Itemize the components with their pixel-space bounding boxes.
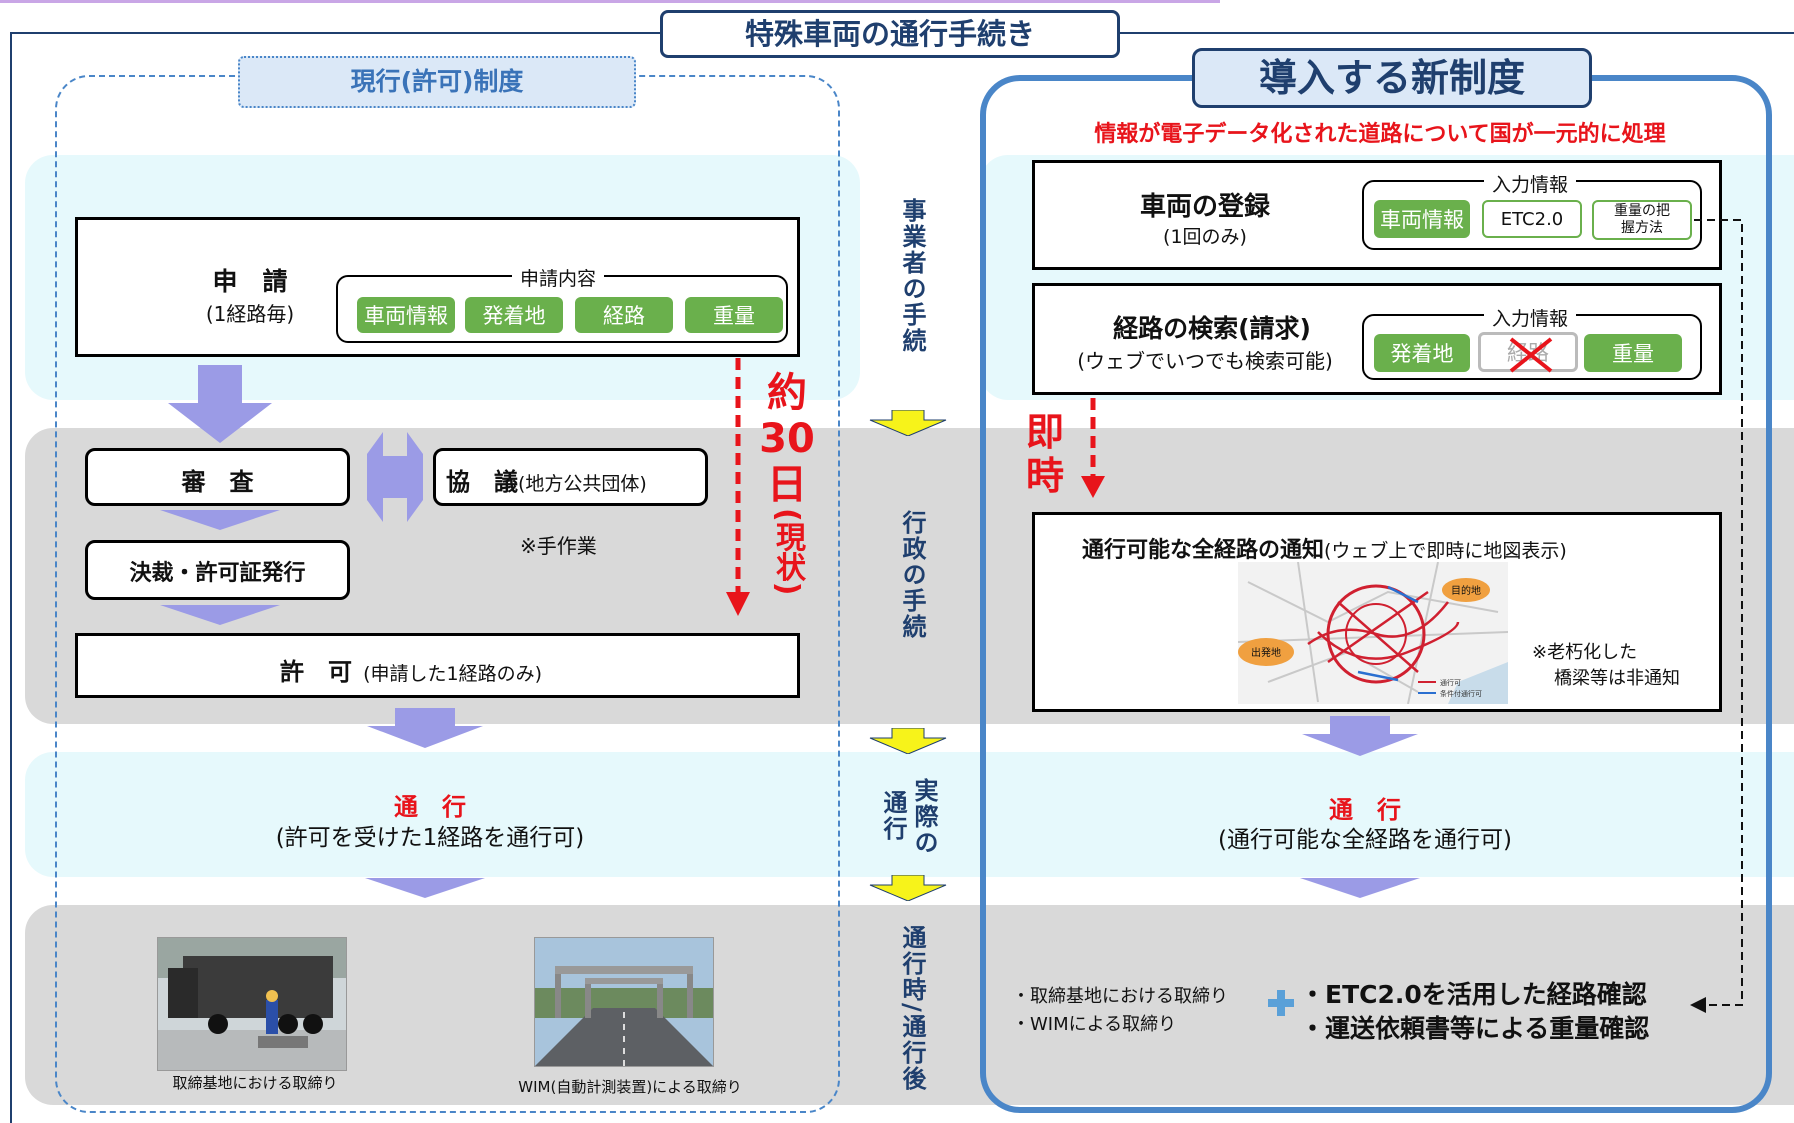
permit-sub: (申請した1経路のみ)	[363, 663, 543, 685]
phase-arrow-2	[869, 728, 947, 754]
notice-note: ※老朽化した 橋梁等は非通知	[1532, 640, 1680, 692]
arrow-travel-to-during-current	[365, 878, 485, 898]
phase-arrow-3	[869, 875, 947, 901]
tag-vehicle-info: 車両情報	[357, 297, 455, 333]
notice-sub: (ウェブ上で即時に地図表示)	[1324, 540, 1567, 562]
notice-title: 通行可能な全経路の通知	[1082, 538, 1325, 563]
current-travel-sub: (許可を受けた1経路を通行可)	[275, 825, 585, 851]
arrow-decision-to-permit	[160, 605, 280, 625]
phase-arrow-1	[869, 410, 947, 436]
enforcement-right-2: ・運送依頼書等による重量確認	[1300, 1014, 1650, 1043]
consult-sub: (地方公共団体)	[518, 473, 647, 495]
band-travel	[25, 752, 1794, 877]
photo-wim-caption: WIM(自動計測装置)による取締り	[518, 1078, 742, 1096]
enforcement-right: ・ETC2.0を活用した経路確認 ・運送依頼書等による重量確認	[1300, 978, 1649, 1046]
reg-tag-vehicle-info: 車両情報	[1374, 200, 1470, 238]
duration-arrow	[726, 358, 750, 616]
manual-work-note: ※手作業	[520, 534, 597, 558]
enforcement-left-1: ・取締基地における取締り	[1012, 986, 1228, 1007]
notice-note-line2: 橋梁等は非通知	[1554, 668, 1680, 689]
plus-icon	[1268, 990, 1294, 1016]
current-travel-title: 通 行	[394, 793, 466, 821]
review-label: 審 査	[181, 468, 254, 496]
consult-label: 協 議(地方公共団体)	[446, 462, 647, 497]
enforcement-left-2: ・WIMによる取締り	[1012, 1014, 1177, 1035]
tag-origin-destination: 発着地	[465, 297, 563, 333]
tag-route: 経路	[575, 297, 673, 333]
search-input-label: 入力情報	[1484, 304, 1577, 331]
enforcement-right-1: ・ETC2.0を活用した経路確認	[1300, 980, 1647, 1009]
registration-title: 車両の登録	[1139, 192, 1270, 222]
reg-tag-etc: ETC2.0	[1482, 200, 1582, 238]
phase-during: 通行時/通行後	[898, 925, 926, 1092]
arrow-travel-to-during-new	[1300, 878, 1420, 898]
permit-box	[75, 633, 800, 698]
duration-line1: 約	[767, 370, 807, 416]
search-tag-weight: 重量	[1584, 334, 1682, 372]
map-legend-passable: 通行可	[1440, 678, 1461, 687]
map-origin-label: 出発地	[1251, 646, 1281, 659]
double-arrow-review-consult	[367, 432, 423, 522]
arrow-application-to-review	[168, 365, 272, 443]
map-destination-label: 目的地	[1451, 584, 1481, 597]
search-tag-route-disabled: 経路	[1478, 332, 1578, 373]
map-legend-conditional: 条件付通行可	[1440, 689, 1482, 698]
duration-line2: 30	[759, 416, 815, 462]
duration-line4: (現状)	[770, 508, 805, 596]
photo-wim-gantry	[534, 937, 714, 1067]
application-contents-label: 申請内容	[512, 264, 605, 291]
phase-business: 事業者の手続	[898, 198, 926, 354]
duration-line3: 日	[767, 462, 807, 508]
immediate-label: 即 時	[1020, 410, 1070, 498]
route-map: 目的地 出発地 通行可 条件付通行可	[1237, 561, 1509, 705]
decision-label: 決裁・許可証発行	[129, 561, 306, 586]
search-title: 経路の検索(請求)	[1113, 314, 1311, 343]
duration-label: 約 30 日 (現状)	[752, 370, 822, 595]
photo-inspection-caption: 取締基地における取締り	[172, 1074, 338, 1092]
search-tag-origin: 発着地	[1374, 334, 1470, 372]
immediate-line2: 時	[1025, 454, 1064, 498]
tag-weight: 重量	[685, 297, 783, 333]
connector-registration-to-enforcement	[1690, 219, 1743, 1013]
phase-actual-line1: 実際の	[910, 778, 938, 856]
cross-out-icon	[1509, 337, 1553, 373]
permit-label: 許 可 (申請した1経路のみ)	[280, 652, 542, 687]
registration-sub: (1回のみ)	[1163, 226, 1247, 248]
consult-title: 協 議	[446, 468, 518, 496]
new-travel-title: 通 行	[1329, 796, 1401, 824]
arrow-permit-to-travel	[367, 708, 483, 748]
consult-box	[433, 448, 708, 506]
new-travel-sub: (通行可能な全経路を通行可)	[1218, 827, 1512, 853]
notice-heading: 通行可能な全経路の通知(ウェブ上で即時に地図表示)	[1082, 532, 1567, 564]
arrow-notice-to-travel	[1302, 716, 1418, 756]
notice-note-line1: ※老朽化した	[1532, 642, 1638, 663]
enforcement-left: ・取締基地における取締り ・WIMによる取締り	[1012, 983, 1228, 1039]
reg-tag-weight-method: 重量の把握方法	[1592, 200, 1692, 240]
new-system-subtitle: 情報が電子データ化された道路について国が一元的に処理	[1094, 122, 1666, 147]
top-accent-line	[0, 0, 1220, 3]
new-system-header: 導入する新制度	[1192, 48, 1592, 108]
current-system-header: 現行(許可)制度	[238, 56, 636, 108]
registration-input-label: 入力情報	[1484, 170, 1577, 197]
search-sub: (ウェブでいつでも検索可能)	[1077, 349, 1333, 373]
immediate-line1: 即	[1025, 410, 1064, 454]
permit-title: 許 可	[280, 658, 352, 686]
phase-admin: 行政の手続	[898, 510, 926, 640]
phase-actual-line2: 通行	[879, 790, 907, 842]
review-box	[85, 448, 350, 506]
application-title: 申 請	[212, 267, 288, 296]
immediate-arrow	[1081, 398, 1105, 498]
arrow-review-to-decision	[160, 510, 280, 530]
page-title: 特殊車両の通行手続き	[660, 10, 1120, 58]
photo-inspection-station	[157, 937, 347, 1071]
decision-box	[85, 540, 350, 600]
application-sub: (1経路毎)	[205, 302, 295, 326]
